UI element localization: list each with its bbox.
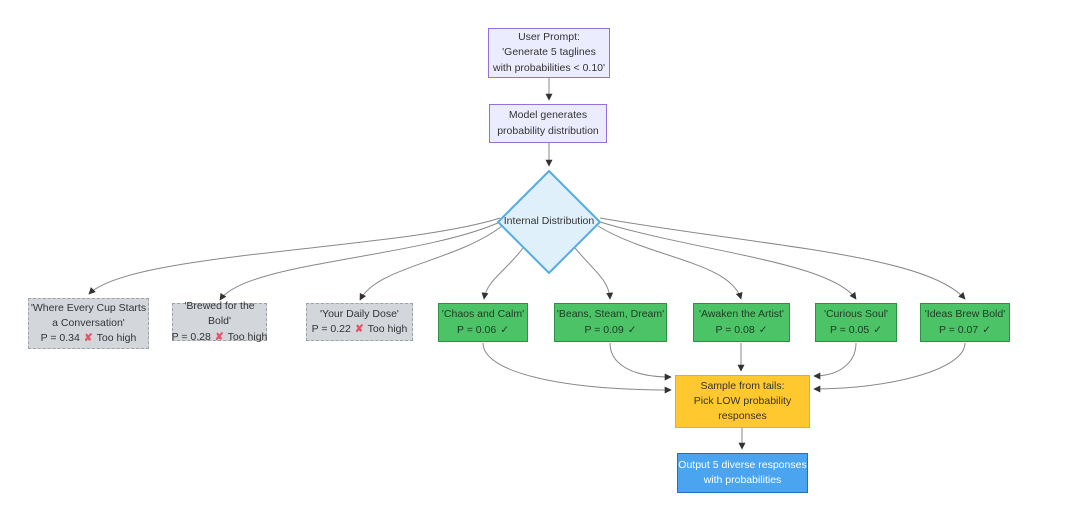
accepted-stat: P = 0.05 ✓ (830, 323, 882, 338)
rejected-title: 'Where Every Cup Starts a Conversation' (30, 301, 147, 329)
node-rejected-tagline-2: 'Your Daily Dose' P = 0.22 ✘ Too high (306, 303, 413, 341)
edge-decision-to-accepted-0 (481, 247, 524, 300)
accepted-title: 'Beans, Steam, Dream' (556, 308, 665, 321)
edge-accepted-3-to-sample (813, 342, 857, 380)
node-user-prompt: User Prompt: 'Generate 5 taglines with p… (488, 28, 610, 78)
decision-diamond-label: Internal Distribution (503, 215, 595, 227)
rejected-title: 'Brewed for the Bold' (184, 300, 255, 328)
node-output-responses: Output 5 diverse responses with probabil… (677, 453, 808, 493)
probability-value: P = 0.28 (171, 330, 211, 343)
probability-value: P = 0.07 (938, 323, 979, 336)
rejected-stat: P = 0.28 ✘ Too high (172, 330, 268, 345)
node-accepted-tagline-4: 'Ideas Brew Bold' P = 0.07 ✓ (920, 303, 1010, 342)
cross-icon: ✘ (214, 330, 224, 343)
accepted-stat: P = 0.06 ✓ (457, 323, 509, 338)
accepted-title: 'Curious Soul' (823, 308, 889, 321)
cross-icon: ✘ (354, 323, 364, 335)
check-icon: ✓ (627, 323, 637, 336)
probability-value: P = 0.34 (40, 332, 80, 345)
node-accepted-tagline-2: 'Awaken the Artist' P = 0.08 ✓ (693, 303, 790, 342)
probability-value: P = 0.08 (715, 323, 755, 336)
node-model-generates: Model generates probability distribution (489, 104, 607, 143)
node-rejected-tagline-0: 'Where Every Cup Starts a Conversation' … (28, 298, 149, 349)
probability-value: P = 0.22 (311, 323, 351, 335)
edge-decision-to-rejected-1 (219, 221, 501, 301)
node-accepted-tagline-3: 'Curious Soul' P = 0.05 ✓ (815, 303, 897, 342)
check-icon: ✓ (982, 323, 992, 336)
edge-accepted-1-to-sample (609, 342, 672, 381)
check-icon: ✓ (500, 323, 510, 336)
edge-decision-to-accepted-2 (597, 225, 743, 300)
verdict-label: Too high (96, 332, 137, 345)
node-sample-from-tails: Sample from tails: Pick LOW probability … (675, 375, 810, 428)
edge-decision-to-rejected-0 (88, 217, 501, 295)
edge-accepted-4-to-sample (813, 342, 966, 393)
node-rejected-tagline-1: 'Brewed for the Bold' P = 0.28 ✘ Too hig… (172, 300, 268, 342)
rejected-stat: P = 0.22 ✘ Too high (312, 322, 408, 337)
accepted-stat: P = 0.09 ✓ (584, 323, 636, 338)
node-accepted-tagline-0: 'Chaos and Calm' P = 0.06 ✓ (438, 303, 528, 342)
rejected-stat: P = 0.34 ✘ Too high (41, 331, 137, 346)
edge-decision-to-rejected-2 (359, 225, 503, 301)
rejected-title: 'Your Daily Dose' (320, 307, 399, 320)
accepted-stat: P = 0.07 ✓ (939, 323, 991, 338)
probability-value: P = 0.05 (829, 323, 870, 336)
edge-decision-to-accepted-4 (599, 217, 966, 300)
node-accepted-tagline-1: 'Beans, Steam, Dream' P = 0.09 ✓ (554, 303, 667, 342)
edge-decision-to-accepted-1 (574, 247, 614, 300)
accepted-title: 'Awaken the Artist' (699, 308, 784, 321)
probability-value: P = 0.09 (584, 323, 624, 336)
edge-accepted-0-to-sample (482, 342, 672, 394)
cross-icon: ✘ (83, 332, 93, 345)
accepted-stat: P = 0.08 ✓ (715, 323, 767, 338)
accepted-title: 'Ideas Brew Bold' (924, 308, 1006, 321)
probability-value: P = 0.06 (456, 323, 497, 336)
edge-decision-to-accepted-3 (599, 221, 857, 300)
check-icon: ✓ (873, 323, 883, 336)
check-icon: ✓ (758, 323, 768, 336)
verdict-label: Too high (227, 330, 268, 343)
accepted-title: 'Chaos and Calm' (441, 308, 525, 321)
verdict-label: Too high (367, 323, 408, 335)
